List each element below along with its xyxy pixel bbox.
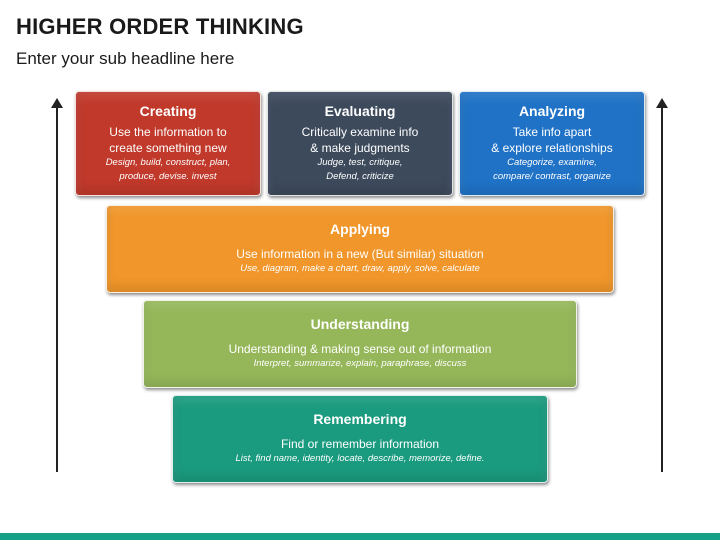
level-creating-desc-2: create something new: [109, 141, 227, 155]
level-evaluating-title: Evaluating: [324, 103, 396, 119]
level-remembering-title: Remembering: [313, 411, 407, 427]
level-creating-title: Creating: [139, 103, 197, 119]
level-creating-box: Creating Use the information to create s…: [75, 91, 261, 196]
level-understanding-examples: Interpret, summarize, explain, paraphras…: [253, 358, 467, 369]
level-evaluating-desc-2: & make judgments: [310, 141, 410, 155]
left-arrow-shaft: [56, 106, 58, 472]
level-remembering-desc: Find or remember information: [280, 437, 440, 451]
level-understanding-desc: Understanding & making sense out of info…: [228, 342, 492, 356]
level-applying-examples: Use, diagram, make a chart, draw, apply,…: [240, 263, 480, 274]
level-analyzing-title: Analyzing: [518, 103, 586, 119]
level-applying-desc: Use information in a new (But similar) s…: [236, 247, 484, 261]
level-analyzing-desc-1: Take info apart: [512, 125, 592, 139]
page-subtitle: Enter your sub headline here: [16, 49, 235, 68]
level-applying-title: Applying: [330, 221, 390, 237]
bottom-accent-bar: [0, 533, 720, 540]
level-analyzing-box: Analyzing Take info apart & explore rela…: [459, 91, 645, 196]
level-evaluating-examples-1: Judge, test, critique,: [317, 157, 403, 168]
level-analyzing-desc-2: & explore relationships: [491, 141, 613, 155]
level-remembering-box: Remembering Find or remember information…: [172, 395, 548, 483]
level-applying-box: Applying Use information in a new (But s…: [106, 205, 614, 293]
level-creating-desc-1: Use the information to: [109, 125, 227, 139]
left-arrow-head: [51, 98, 63, 108]
page-title: HIGHER ORDER THINKING: [16, 14, 304, 39]
level-remembering-examples: List, find name, identity, locate, descr…: [235, 453, 485, 464]
level-evaluating-box: Evaluating Critically examine info & mak…: [267, 91, 453, 196]
level-understanding-box: Understanding Understanding & making sen…: [143, 300, 577, 388]
level-understanding-title: Understanding: [310, 316, 410, 332]
right-arrow-shaft: [661, 106, 663, 472]
level-evaluating-desc-1: Critically examine info: [301, 125, 419, 139]
level-analyzing-examples-2: compare/ contrast, organize: [493, 171, 611, 182]
level-creating-examples-2: produce, devise. invest: [119, 171, 217, 182]
level-creating-examples-1: Design, build, construct, plan,: [105, 157, 231, 168]
right-up-arrow: [656, 98, 668, 472]
left-up-arrow: [51, 98, 63, 472]
level-analyzing-examples-1: Categorize, examine,: [507, 157, 597, 168]
right-arrow-head: [656, 98, 668, 108]
level-evaluating-examples-2: Defend, criticize: [326, 171, 394, 182]
